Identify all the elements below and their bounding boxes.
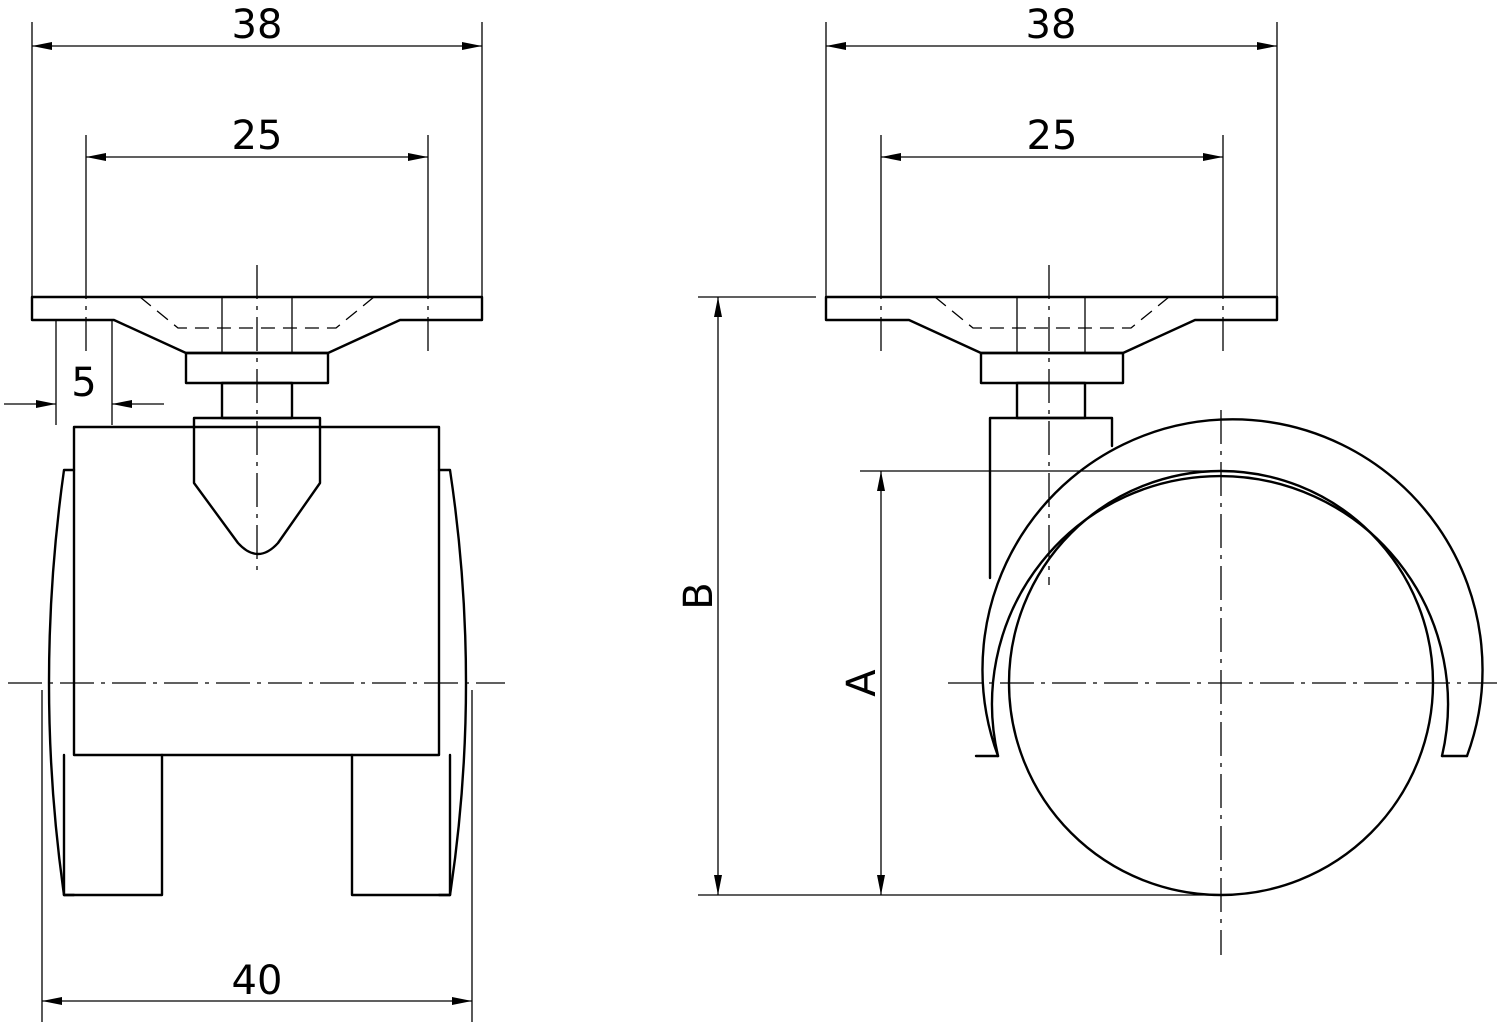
front-right-leg	[350, 753, 452, 897]
front-dimension-40-label: 40	[232, 958, 283, 1004]
side-view: 38 25 B A	[676, 2, 1497, 955]
side-plate-hidden-recess	[934, 296, 1170, 329]
side-dimension-25-label: 25	[1027, 113, 1078, 159]
side-mounting-plate	[824, 295, 1279, 355]
front-view: 38 25 5 40	[4, 2, 505, 1022]
front-dimension-38-label: 38	[232, 2, 283, 48]
side-stem-collar	[979, 351, 1125, 385]
side-dimension-A-label: A	[839, 669, 885, 697]
front-plate-hidden-recess	[139, 296, 375, 329]
side-wheel-guard-inner	[990, 474, 1450, 758]
front-left-leg	[62, 753, 164, 897]
front-dimension-5-label: 5	[71, 360, 96, 406]
side-stem	[1015, 381, 1087, 420]
side-fork	[988, 416, 1114, 580]
side-dimension-38-label: 38	[1026, 2, 1077, 48]
side-wheel-guard-outer	[981, 418, 1484, 758]
front-dimension-25-label: 25	[232, 113, 283, 159]
front-swivel-socket	[192, 416, 322, 556]
side-dimension-B-label: B	[676, 582, 722, 609]
